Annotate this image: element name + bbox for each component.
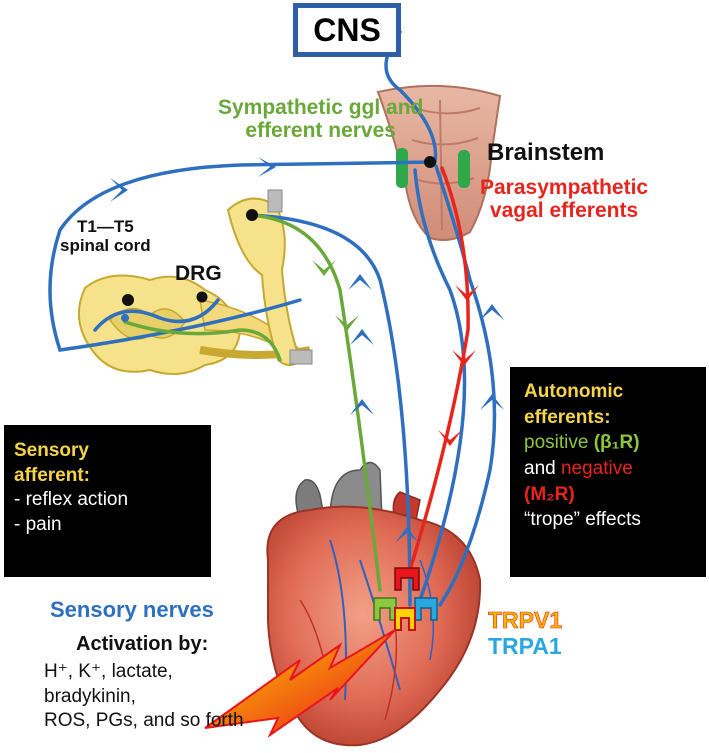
- receptors: [373, 567, 438, 631]
- autonomic-positive-line: positive (β₁R): [524, 430, 692, 456]
- activation-line3: ROS, PGs, and so forth: [44, 710, 244, 732]
- sympathetic-label-line2: efferent nerves: [245, 119, 396, 143]
- negative-word: negative: [560, 457, 633, 479]
- and-word: and: [524, 457, 561, 479]
- activation-list: H⁺, K⁺, lactate, bradykinin, ROS, PGs, a…: [44, 660, 244, 734]
- brainstem-illustration: [376, 84, 502, 241]
- brainstem-label: Brainstem: [487, 139, 605, 166]
- activation-line1: H⁺, K⁺, lactate,: [44, 661, 173, 682]
- red-receptor: [394, 567, 420, 591]
- trope-effects-label: “trope” effects: [524, 509, 641, 531]
- trpv1-label: TRPV1: [488, 607, 563, 633]
- brainstem-green-left: [396, 148, 408, 188]
- parasympathetic-line1: Parasympathetic: [480, 176, 649, 199]
- sympathetic-pathway: [123, 213, 382, 592]
- cns-box: CNS: [293, 3, 401, 57]
- beta1-receptor-label: (β₁R): [593, 432, 640, 454]
- autonomic-negative-line: and negative: [524, 456, 692, 482]
- autonomic-title2: efferents:: [524, 406, 611, 428]
- m2-receptor-label: (M₂R): [524, 483, 575, 505]
- sensory-afferent-item1: - reflex action: [14, 489, 129, 511]
- cns-label: CNS: [313, 11, 381, 48]
- trpa1-label: TRPA1: [488, 633, 562, 659]
- sensory-pathway: [48, 30, 497, 607]
- trpv1-receptor: [394, 607, 416, 631]
- neuron-bodies: [121, 156, 436, 322]
- positive-word: positive: [524, 432, 594, 454]
- sensory-afferent-title2: afferent:: [14, 464, 91, 486]
- stimulus-bolt-icon: [204, 629, 396, 738]
- sensory-nerves-label: Sensory nerves: [50, 597, 214, 622]
- activation-line2: bradykinin,: [44, 685, 136, 707]
- autonomic-title1: Autonomic: [524, 381, 624, 402]
- vagal-pathway: [408, 166, 470, 572]
- green-receptor: [373, 597, 397, 621]
- sympathetic-label: Sympathetic ggl and efferent nerves: [218, 96, 423, 142]
- direction-chevrons: [110, 157, 504, 543]
- parasympathetic-line2: vagal efferents: [489, 199, 639, 223]
- activation-title: Activation by:: [76, 633, 209, 655]
- autonomic-efferents-box: Autonomic efferents: positive (β₁R) and …: [510, 367, 706, 577]
- parasympathetic-label: Parasympathetic vagal efferents: [480, 176, 648, 222]
- drg-label: DRG: [175, 262, 222, 285]
- sensory-afferent-box: Sensory afferent: - reflex action - pain: [4, 425, 211, 577]
- spinal-cord-label: T1—T5 spinal cord: [60, 217, 151, 255]
- trpa1-receptor: [414, 597, 438, 621]
- sympathetic-label-line1: Sympathetic ggl and: [218, 96, 424, 119]
- spinal-line2: spinal cord: [60, 235, 151, 255]
- sensory-afferent-title1: Sensory: [14, 440, 89, 461]
- spinal-line1: T1—T5: [77, 217, 134, 236]
- sensory-afferent-item2: - pain: [14, 514, 62, 536]
- brainstem-green-right: [458, 150, 470, 188]
